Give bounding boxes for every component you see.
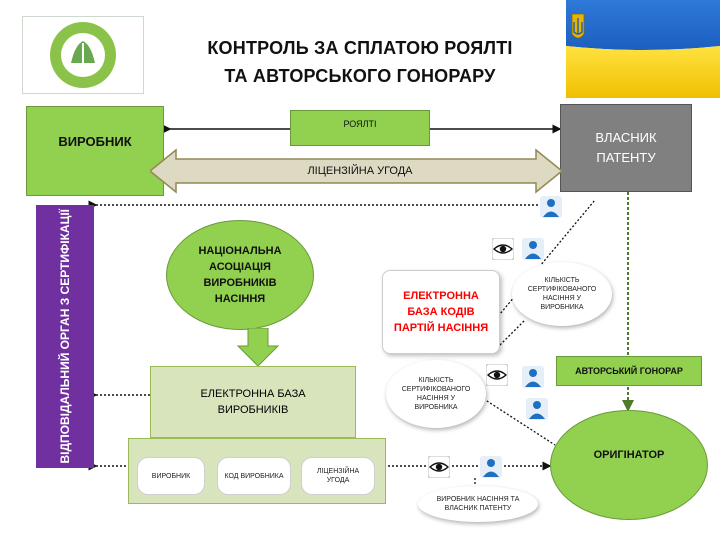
quantity-top-label: КІЛЬКІСТЬ СЕРТИФІКОВАНОГО НАСІННЯ У ВИРО… <box>527 277 597 311</box>
record-code-label: КОД ВИРОБНИКА <box>224 472 284 480</box>
title-line-2: ТА АВТОРСЬКОГО ГОНОРАРУ <box>224 66 496 86</box>
license-double-arrow <box>150 148 562 194</box>
batch-codes-database-label: ЕЛЕКТРОННА БАЗА КОДІВ ПАРТІЙ НАСІННЯ <box>393 290 489 334</box>
person-icon <box>480 456 502 483</box>
record-code-cell: КОД ВИРОБНИКА <box>218 458 290 494</box>
logo-emblem-icon <box>22 16 144 94</box>
association-label: НАЦІОНАЛЬНА АСОЦІАЦІЯ ВИРОБНИКІВ НАСІННЯ <box>198 245 282 305</box>
eye-icon <box>485 363 509 391</box>
producer-database-box: ЕЛЕКТРОННА БАЗА ВИРОБНИКІВ <box>150 366 356 438</box>
producer-database-label: ЕЛЕКТРОННА БАЗА ВИРОБНИКІВ <box>200 388 306 416</box>
record-license-cell: ЛІЦЕНЗІЙНА УГОДА <box>302 458 374 494</box>
originator-oval: ОРИГІНАТОР <box>550 410 708 520</box>
record-producer-cell: ВИРОБНИК <box>138 458 204 494</box>
quantity-top-oval: КІЛЬКІСТЬ СЕРТИФІКОВАНОГО НАСІННЯ У ВИРО… <box>512 262 612 326</box>
quantity-mid-oval: КІЛЬКІСТЬ СЕРТИФІКОВАНОГО НАСІННЯ У ВИРО… <box>386 360 486 428</box>
license-label: ЛІЦЕНЗІЙНА УГОДА <box>307 165 413 177</box>
certification-body-label: ВІДПОВІДАЛЬНИЙ ОРГАН З СЕРТИФІКАЦІЇ <box>58 209 72 464</box>
title-line-1: КОНТРОЛЬ ЗА СПЛАТОЮ РОЯЛТІ <box>207 38 513 58</box>
patent-owner-box: ВЛАСНИК ПАТЕНТУ <box>560 104 692 192</box>
person-icon <box>522 238 544 265</box>
person-icon <box>540 196 562 223</box>
person-icon <box>522 366 544 393</box>
bottom-note-label: ВИРОБНИК НАСІННЯ ТА ВЛАСНИК ПАТЕНТУ <box>436 496 520 512</box>
originator-label: ОРИГІНАТОР <box>593 449 665 461</box>
author-fee-box: АВТОРСЬКИЙ ГОНОРАР <box>556 356 702 386</box>
author-fee-label: АВТОРСЬКИЙ ГОНОРАР <box>575 366 683 376</box>
page-title: КОНТРОЛЬ ЗА СПЛАТОЮ РОЯЛТІ ТА АВТОРСЬКОГ… <box>160 34 560 90</box>
record-license-label: ЛІЦЕНЗІЙНА УГОДА <box>316 468 360 484</box>
person-icon <box>526 398 548 425</box>
royalty-box: РОЯЛТІ <box>290 110 430 146</box>
ukraine-flag-trident-icon <box>566 0 720 98</box>
producer-label: ВИРОБНИК <box>58 133 132 149</box>
certification-body-box: ВІДПОВІДАЛЬНИЙ ОРГАН З СЕРТИФІКАЦІЇ <box>36 205 94 468</box>
record-producer-label: ВИРОБНИК <box>151 472 191 480</box>
producer-box: ВИРОБНИК <box>26 106 164 196</box>
association-oval: НАЦІОНАЛЬНА АСОЦІАЦІЯ ВИРОБНИКІВ НАСІННЯ <box>166 220 314 330</box>
eye-icon <box>427 455 451 483</box>
quantity-mid-label: КІЛЬКІСТЬ СЕРТИФІКОВАНОГО НАСІННЯ У ВИРО… <box>401 377 471 411</box>
eye-icon <box>491 237 515 265</box>
royalty-label: РОЯЛТІ <box>343 119 377 129</box>
down-arrow <box>236 328 280 367</box>
bottom-note-oval: ВИРОБНИК НАСІННЯ ТА ВЛАСНИК ПАТЕНТУ <box>418 486 538 522</box>
batch-codes-database-box: ЕЛЕКТРОННА БАЗА КОДІВ ПАРТІЙ НАСІННЯ <box>382 270 500 354</box>
patent-owner-label: ВЛАСНИК ПАТЕНТУ <box>595 130 657 165</box>
